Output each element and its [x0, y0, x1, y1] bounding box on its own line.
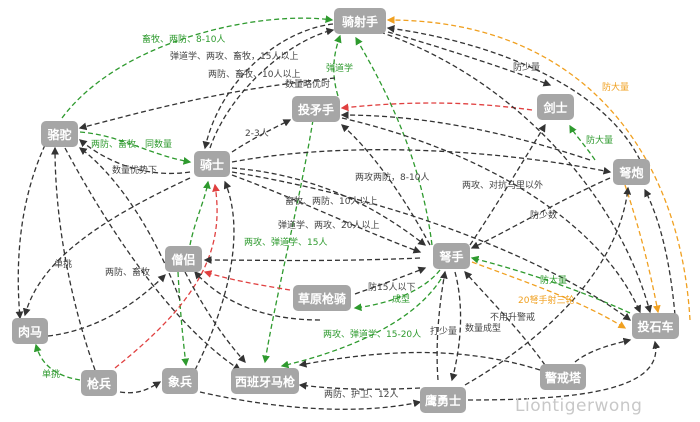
edge-label: 单挑 [42, 370, 61, 380]
edge-camel-knight [79, 131, 192, 165]
node-crossbow[interactable]: 弩手 [433, 243, 470, 269]
edge-cb-eagle [449, 271, 462, 382]
edge-kn-ballista [231, 149, 612, 175]
edge-hax3 [78, 77, 336, 131]
edge-mangonel-ballista [644, 188, 676, 316]
node-knight[interactable]: 骑士 [194, 151, 230, 177]
edge-sp-camel [51, 146, 96, 371]
node-horse-archer[interactable]: 骑射手 [334, 8, 386, 34]
edge-label: 防大量 [540, 276, 568, 286]
edge-eagle-ballista [464, 186, 632, 386]
edge-eagle-mangonel [467, 340, 661, 401]
edge-label: 畜牧、两防、8-10人 [142, 35, 226, 45]
edge-crossbow-conquistador [280, 271, 446, 369]
edge-tower-mangonel [574, 337, 632, 363]
edge-tower-conq [298, 351, 541, 371]
edge-label: 两攻、弹道学、15-20人 [323, 330, 422, 340]
edge-cb-jav [341, 124, 431, 246]
edge-camel-conq [64, 147, 242, 371]
edge-label: 两防、畜牧 [105, 268, 151, 278]
edge-label: 防15人以下 [368, 283, 416, 293]
node-ballista[interactable]: 弩炮 [613, 159, 650, 185]
edge-kn-crossbow2 [231, 174, 422, 254]
edge-label: 防少数 [530, 211, 558, 221]
edge-spearman-knight [114, 183, 220, 369]
edge-conq-monk [194, 271, 321, 321]
edge-steppe-monk [203, 270, 291, 291]
edge-eagle-cb1 [436, 270, 448, 381]
node-mangonel[interactable]: 投石车 [632, 313, 679, 339]
edge-label: 数量略优时 [285, 80, 331, 90]
edge-label: 防少量 [513, 63, 541, 73]
edge-ballista-mangonel [624, 184, 661, 314]
edge-swd-jav [340, 111, 591, 161]
edge-label: 防大量 [586, 136, 614, 146]
edge-ballista-swordsman [569, 124, 596, 161]
edge-label: 数量成型 [465, 324, 502, 334]
edge-st-cb [354, 266, 427, 295]
node-camel[interactable]: 骆驼 [41, 121, 78, 147]
edge-monk-conq [184, 271, 246, 363]
edge-label: 两攻、弹道学、15人 [244, 238, 328, 248]
edge-crossbow-mangonel [471, 261, 627, 329]
edge-javelin-horsearcher [333, 34, 342, 97]
edge-ele-kn [194, 180, 235, 371]
node-javelin[interactable]: 投矛手 [292, 96, 340, 122]
node-conquistador[interactable]: 西班牙马枪 [231, 368, 299, 394]
edge-label: 2-3人 [245, 129, 269, 139]
edge-monk-elephant [177, 271, 190, 367]
edge-hax-mangonel [379, 31, 653, 314]
edge-kn-camel [79, 139, 191, 175]
edge-cb-monk [203, 256, 421, 264]
edge-spearman-hussar [33, 343, 81, 381]
edge-javelin-conquistador [262, 119, 314, 364]
edge-crossbow-steppe [353, 269, 441, 312]
edge-kn-mangonel [231, 171, 632, 321]
node-hussar[interactable]: 肉马 [12, 318, 48, 344]
edge-kn-hussar [22, 177, 191, 317]
edge-label: 弹道学 [326, 64, 354, 74]
edge-hax5 [386, 24, 641, 161]
edge-mangonel-crossbow [470, 255, 631, 314]
edge-kn-jav [231, 119, 292, 153]
edge-swordsman-javelin [340, 102, 533, 112]
node-swordsman[interactable]: 剑士 [537, 94, 574, 120]
node-spearman[interactable]: 枪兵 [81, 370, 117, 396]
edge-eagle-conq [298, 381, 421, 390]
edge-label: 两防、护卫、12人 [324, 390, 399, 400]
edge-hax1 [202, 23, 334, 150]
edge-mangonel-horsearcher [386, 16, 691, 321]
edge-label: 数量优势下 [112, 166, 158, 176]
edge-bal-cb [470, 177, 611, 249]
edge-label: 成型 [392, 295, 411, 305]
node-steppe-lancer[interactable]: 草原枪骑 [293, 285, 351, 311]
edge-hax4 [387, 31, 552, 87]
edge-jav-mangonel [341, 117, 641, 314]
edge-label: 弹道学、两攻、畜牧，15人以上 [170, 52, 299, 62]
edge-label: 20弩手射三轮 [518, 296, 575, 306]
edge-cb-swd [469, 123, 546, 246]
edge-sp-ele [119, 381, 162, 394]
edge-label: 打少量 [430, 327, 458, 337]
edge-label: 两攻、对抗马里以外 [462, 181, 544, 191]
node-monk[interactable]: 僧侣 [165, 246, 202, 272]
edge-camel-hussar [15, 144, 46, 320]
edge-label: 弹道学、两攻、20人以上 [278, 221, 380, 231]
edge-camel-horsearcher [61, 15, 334, 119]
watermark: Liontigerwong [515, 396, 643, 416]
edge-conq-camel [78, 147, 181, 301]
edge-label: 两攻两防，8-10人 [355, 173, 430, 183]
edge-label: 两防、畜牧、同数量 [91, 140, 173, 150]
node-eagle-warrior[interactable]: 鹰勇士 [420, 387, 466, 413]
edge-label: 不用升警戒 [490, 313, 536, 323]
node-watch-tower[interactable]: 警戒塔 [540, 364, 586, 390]
node-elephant[interactable]: 象兵 [162, 368, 198, 394]
edge-monk-knight [189, 180, 211, 246]
edge-label: 单挑 [54, 260, 73, 270]
edge-crossbow-horsearcher [355, 36, 433, 246]
edge-label: 畜牧、两防、10人以上 [285, 197, 378, 207]
edge-hus-monk [47, 274, 166, 337]
edge-label: 防大量 [602, 83, 630, 93]
edge-label: 两防、畜牧、10人以上 [208, 70, 301, 80]
